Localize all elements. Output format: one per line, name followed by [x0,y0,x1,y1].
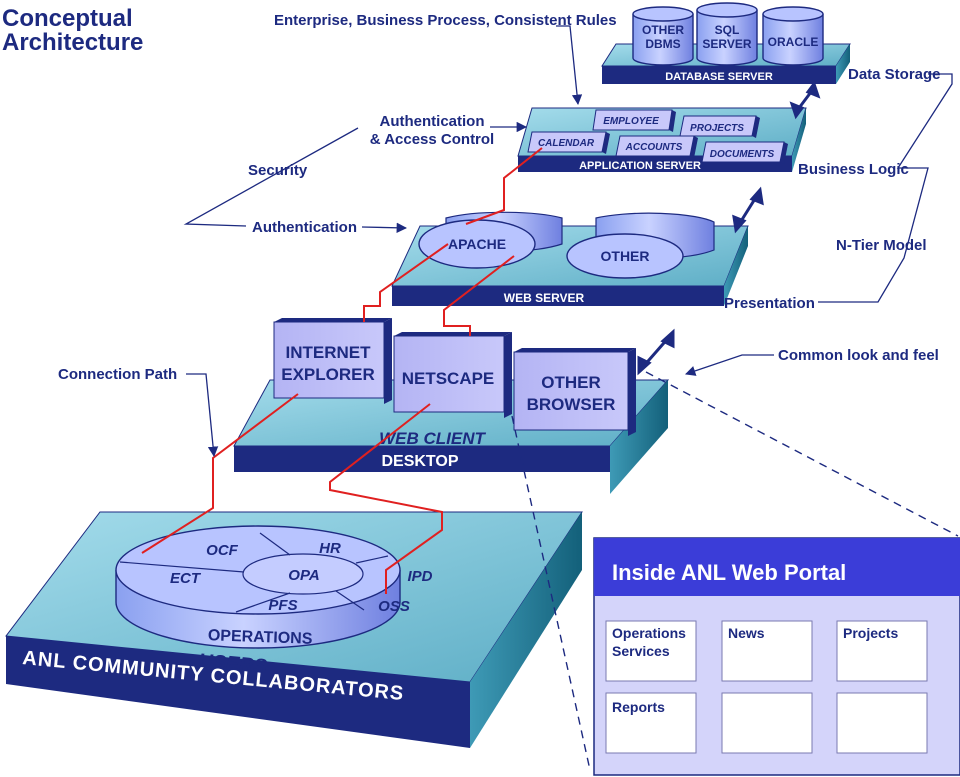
connection-path-apache-app [465,147,543,225]
segment-pfs: PFS [268,597,297,614]
diagram-title: Conceptual Architecture [2,5,143,56]
connection-path-netscape-apache [443,255,515,336]
annotation-lines [183,25,953,458]
title-line-2: Architecture [2,29,143,56]
annotation-security: Security [248,162,308,179]
desktop-label: DESKTOP [381,453,458,470]
svg-text:NETSCAPE: NETSCAPE [402,369,495,388]
svg-text:CALENDAR: CALENDAR [538,138,595,149]
db-cylinder-oracle: ORACLE [762,6,824,66]
svg-text:PROJECTS: PROJECTS [690,123,744,134]
leader-authentication [361,222,408,233]
svg-text:APACHE: APACHE [448,236,506,252]
svg-text:INTERNET: INTERNET [286,343,372,362]
app-module-calendar: CALENDAR [527,131,610,154]
browser-netscape: NETSCAPE [393,332,512,418]
svg-text:DOCUMENTS: DOCUMENTS [710,149,775,160]
annotation-data-storage: Data Storage [848,66,941,83]
operations-disk: OCF HR ECT OPA IPD PFS OSS OPERATIONS [115,525,433,649]
web-portal-panel: Inside ANL Web Portal Operations Service… [593,537,960,776]
connection-path-ie [141,393,299,554]
svg-text:Projects: Projects [843,625,898,641]
annotation-presentation: Presentation [724,295,815,312]
svg-text:EMPLOYEE: EMPLOYEE [603,116,659,127]
operations-label: OPERATIONS [208,627,313,648]
portal-zoom-lines [511,371,959,771]
app-module-projects: PROJECTS [679,115,760,138]
segment-ect: ECT [170,570,202,587]
connection-path-netscape [329,403,443,594]
app-module-documents: DOCUMENTS [701,141,788,164]
web-server-apache: APACHE [418,211,563,269]
database-server-tier: DATABASE SERVER OTHER DBMS SQL SERVER OR… [601,2,851,84]
annotation-authentication: Authentication [252,219,357,236]
db-cylinder-other-dbms: OTHER DBMS [632,6,694,66]
svg-text:OTHER: OTHER [601,248,650,264]
svg-text:SERVER: SERVER [702,37,751,51]
segment-hr: HR [319,540,341,557]
leader-ntier-bracket [818,73,953,303]
app-module-accounts: ACCOUNTS [615,135,698,158]
portal-tile-empty-1[interactable] [721,692,813,754]
svg-text:ACCOUNTS: ACCOUNTS [625,142,683,153]
svg-text:EXPLORER: EXPLORER [281,365,375,384]
svg-text:News: News [728,625,765,641]
annotation-enterprise: Enterprise, Business Process, Consistent… [274,12,617,29]
title-line-1: Conceptual [2,5,133,32]
web-server-other: OTHER [566,212,715,279]
portal-tile-operations-services[interactable]: Operations Services [605,620,697,682]
portal-tile-reports[interactable]: Reports [605,692,697,754]
connection-path-ie-apache [363,243,449,322]
svg-text:DBMS: DBMS [645,37,680,51]
annotation-auth-access-1: Authentication [380,113,485,130]
leader-security [183,127,359,227]
browser-internet-explorer: INTERNET EXPLORER [273,318,392,404]
portal-tile-projects[interactable]: Projects [836,620,928,682]
svg-text:SQL: SQL [715,23,740,37]
svg-text:BROWSER: BROWSER [527,395,616,414]
annotation-common-look: Common look and feel [778,347,939,364]
svg-text:Reports: Reports [612,699,665,715]
app-module-employee: EMPLOYEE [592,109,676,132]
db-cylinder-sql-server: SQL SERVER [696,2,758,66]
connection-paths [141,147,543,594]
web-client-tier: WEB CLIENT DESKTOP INTERNET EXPLORER NET… [233,318,670,494]
segment-ocf: OCF [206,542,239,559]
database-server-label: DATABASE SERVER [665,71,773,83]
svg-text:ORACLE: ORACLE [768,35,819,49]
web-server-label: WEB SERVER [504,291,585,305]
application-server-label: APPLICATION SERVER [579,160,701,172]
annotation-connection-path: Connection Path [58,366,177,383]
browser-other: OTHER BROWSER [513,348,636,436]
leader-enterprise [556,25,583,106]
svg-text:OTHER: OTHER [642,23,684,37]
users-tier: USERS ANL COMMUNITY COLLABORATORS OCF HR… [5,511,583,748]
web-server-tier: WEB SERVER APACHE OTHER [391,211,749,306]
annotation-ntier: N-Tier Model [836,237,927,254]
svg-text:OTHER: OTHER [541,373,601,392]
portal-title: Inside ANL Web Portal [612,560,846,585]
annotations: Enterprise, Business Process, Consistent… [58,12,941,383]
application-server-tier: APPLICATION SERVER EMPLOYEE PROJECTS CAL… [517,107,807,172]
portal-tile-empty-2[interactable] [836,692,928,754]
portal-tile-news[interactable]: News [721,620,813,682]
leader-connection-path [186,373,219,458]
svg-text:Services: Services [612,643,670,659]
tier-arrows [637,80,821,376]
svg-text:Operations: Operations [612,625,686,641]
annotation-auth-access-2: & Access Control [370,131,494,148]
annotation-business-logic: Business Logic [798,161,909,178]
segment-opa: OPA [288,567,319,584]
segment-oss: OSS [378,598,410,615]
segment-ipd: IPD [407,568,432,585]
leader-common-look [685,354,774,376]
web-client-label: WEB CLIENT [379,429,486,448]
